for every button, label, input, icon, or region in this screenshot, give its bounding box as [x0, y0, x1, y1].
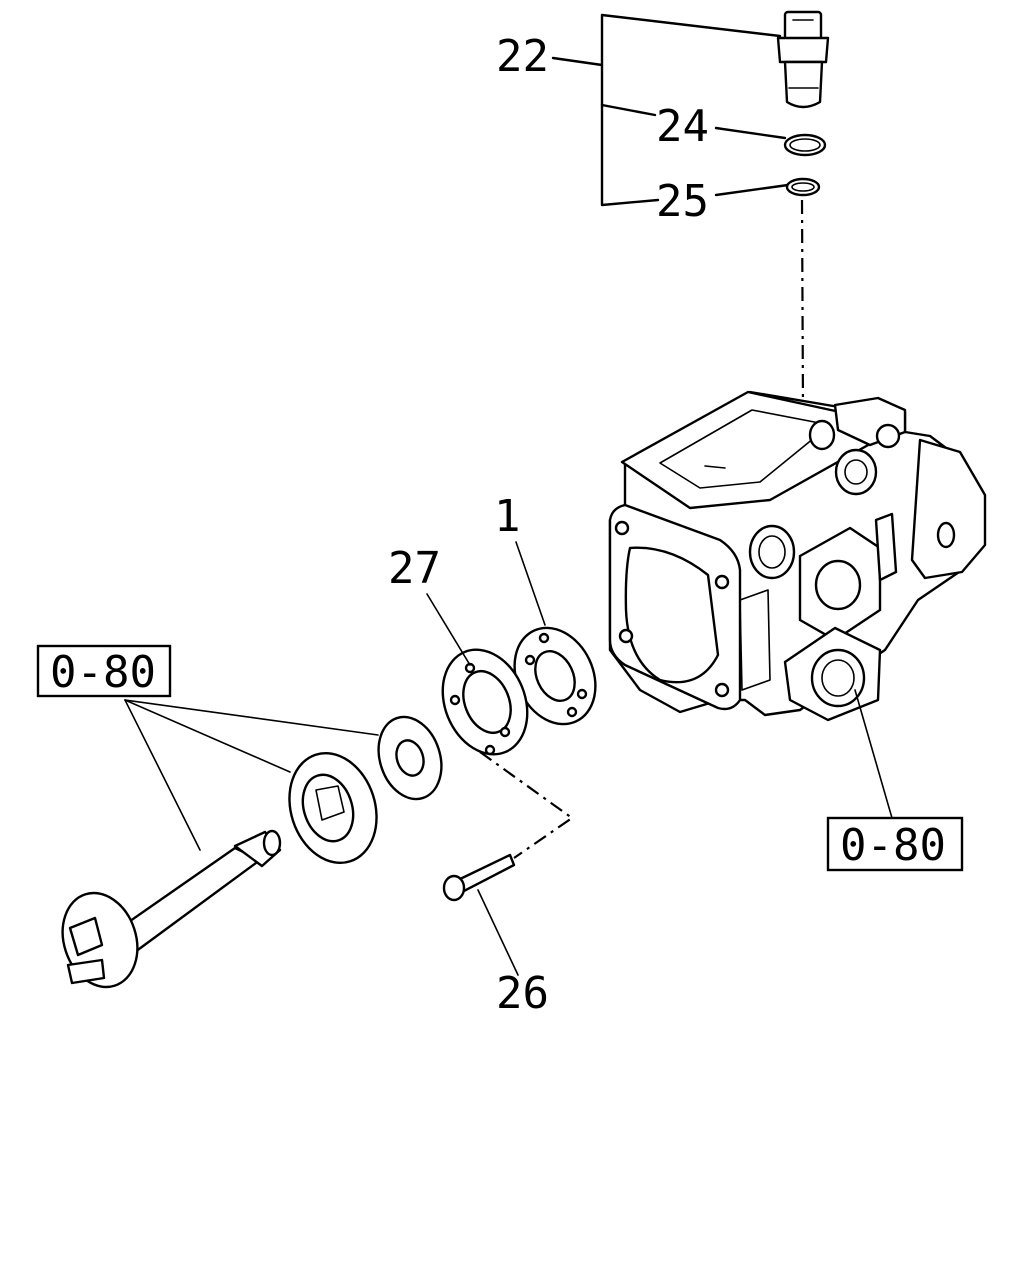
reference-box-left[interactable]	[36, 644, 172, 698]
leader-27	[426, 593, 471, 666]
drive-shaft[interactable]	[51, 829, 282, 997]
callout-26: 26	[496, 968, 549, 1019]
reference-label-right: 0-80	[840, 820, 946, 871]
part-25-o-ring[interactable]	[785, 177, 821, 197]
part-22-bolt[interactable]	[776, 10, 830, 109]
part-26-screw[interactable]	[442, 853, 516, 902]
part-27-gasket[interactable]	[428, 637, 543, 767]
reference-box-right[interactable]	[826, 816, 964, 872]
callout-24: 24	[656, 101, 709, 152]
part-24-o-ring[interactable]	[783, 133, 827, 157]
leader-right-ref	[854, 689, 893, 819]
part-1-flange[interactable]	[499, 615, 610, 738]
left-ref-leaders	[124, 699, 379, 851]
reference-label-left: 0-80	[50, 647, 156, 698]
leader-26	[477, 889, 519, 976]
screw-alignment-line	[479, 751, 574, 859]
gear[interactable]	[276, 742, 390, 874]
callout-22: 22	[496, 31, 549, 82]
top-bracket	[551, 13, 790, 207]
assembly-centerline-top	[800, 199, 805, 409]
washer[interactable]	[368, 709, 451, 807]
callout-25: 25	[656, 176, 709, 227]
pump-housing[interactable]	[608, 390, 987, 722]
leader-1	[515, 541, 546, 626]
callout-27: 27	[388, 543, 441, 594]
callout-1: 1	[494, 491, 521, 542]
